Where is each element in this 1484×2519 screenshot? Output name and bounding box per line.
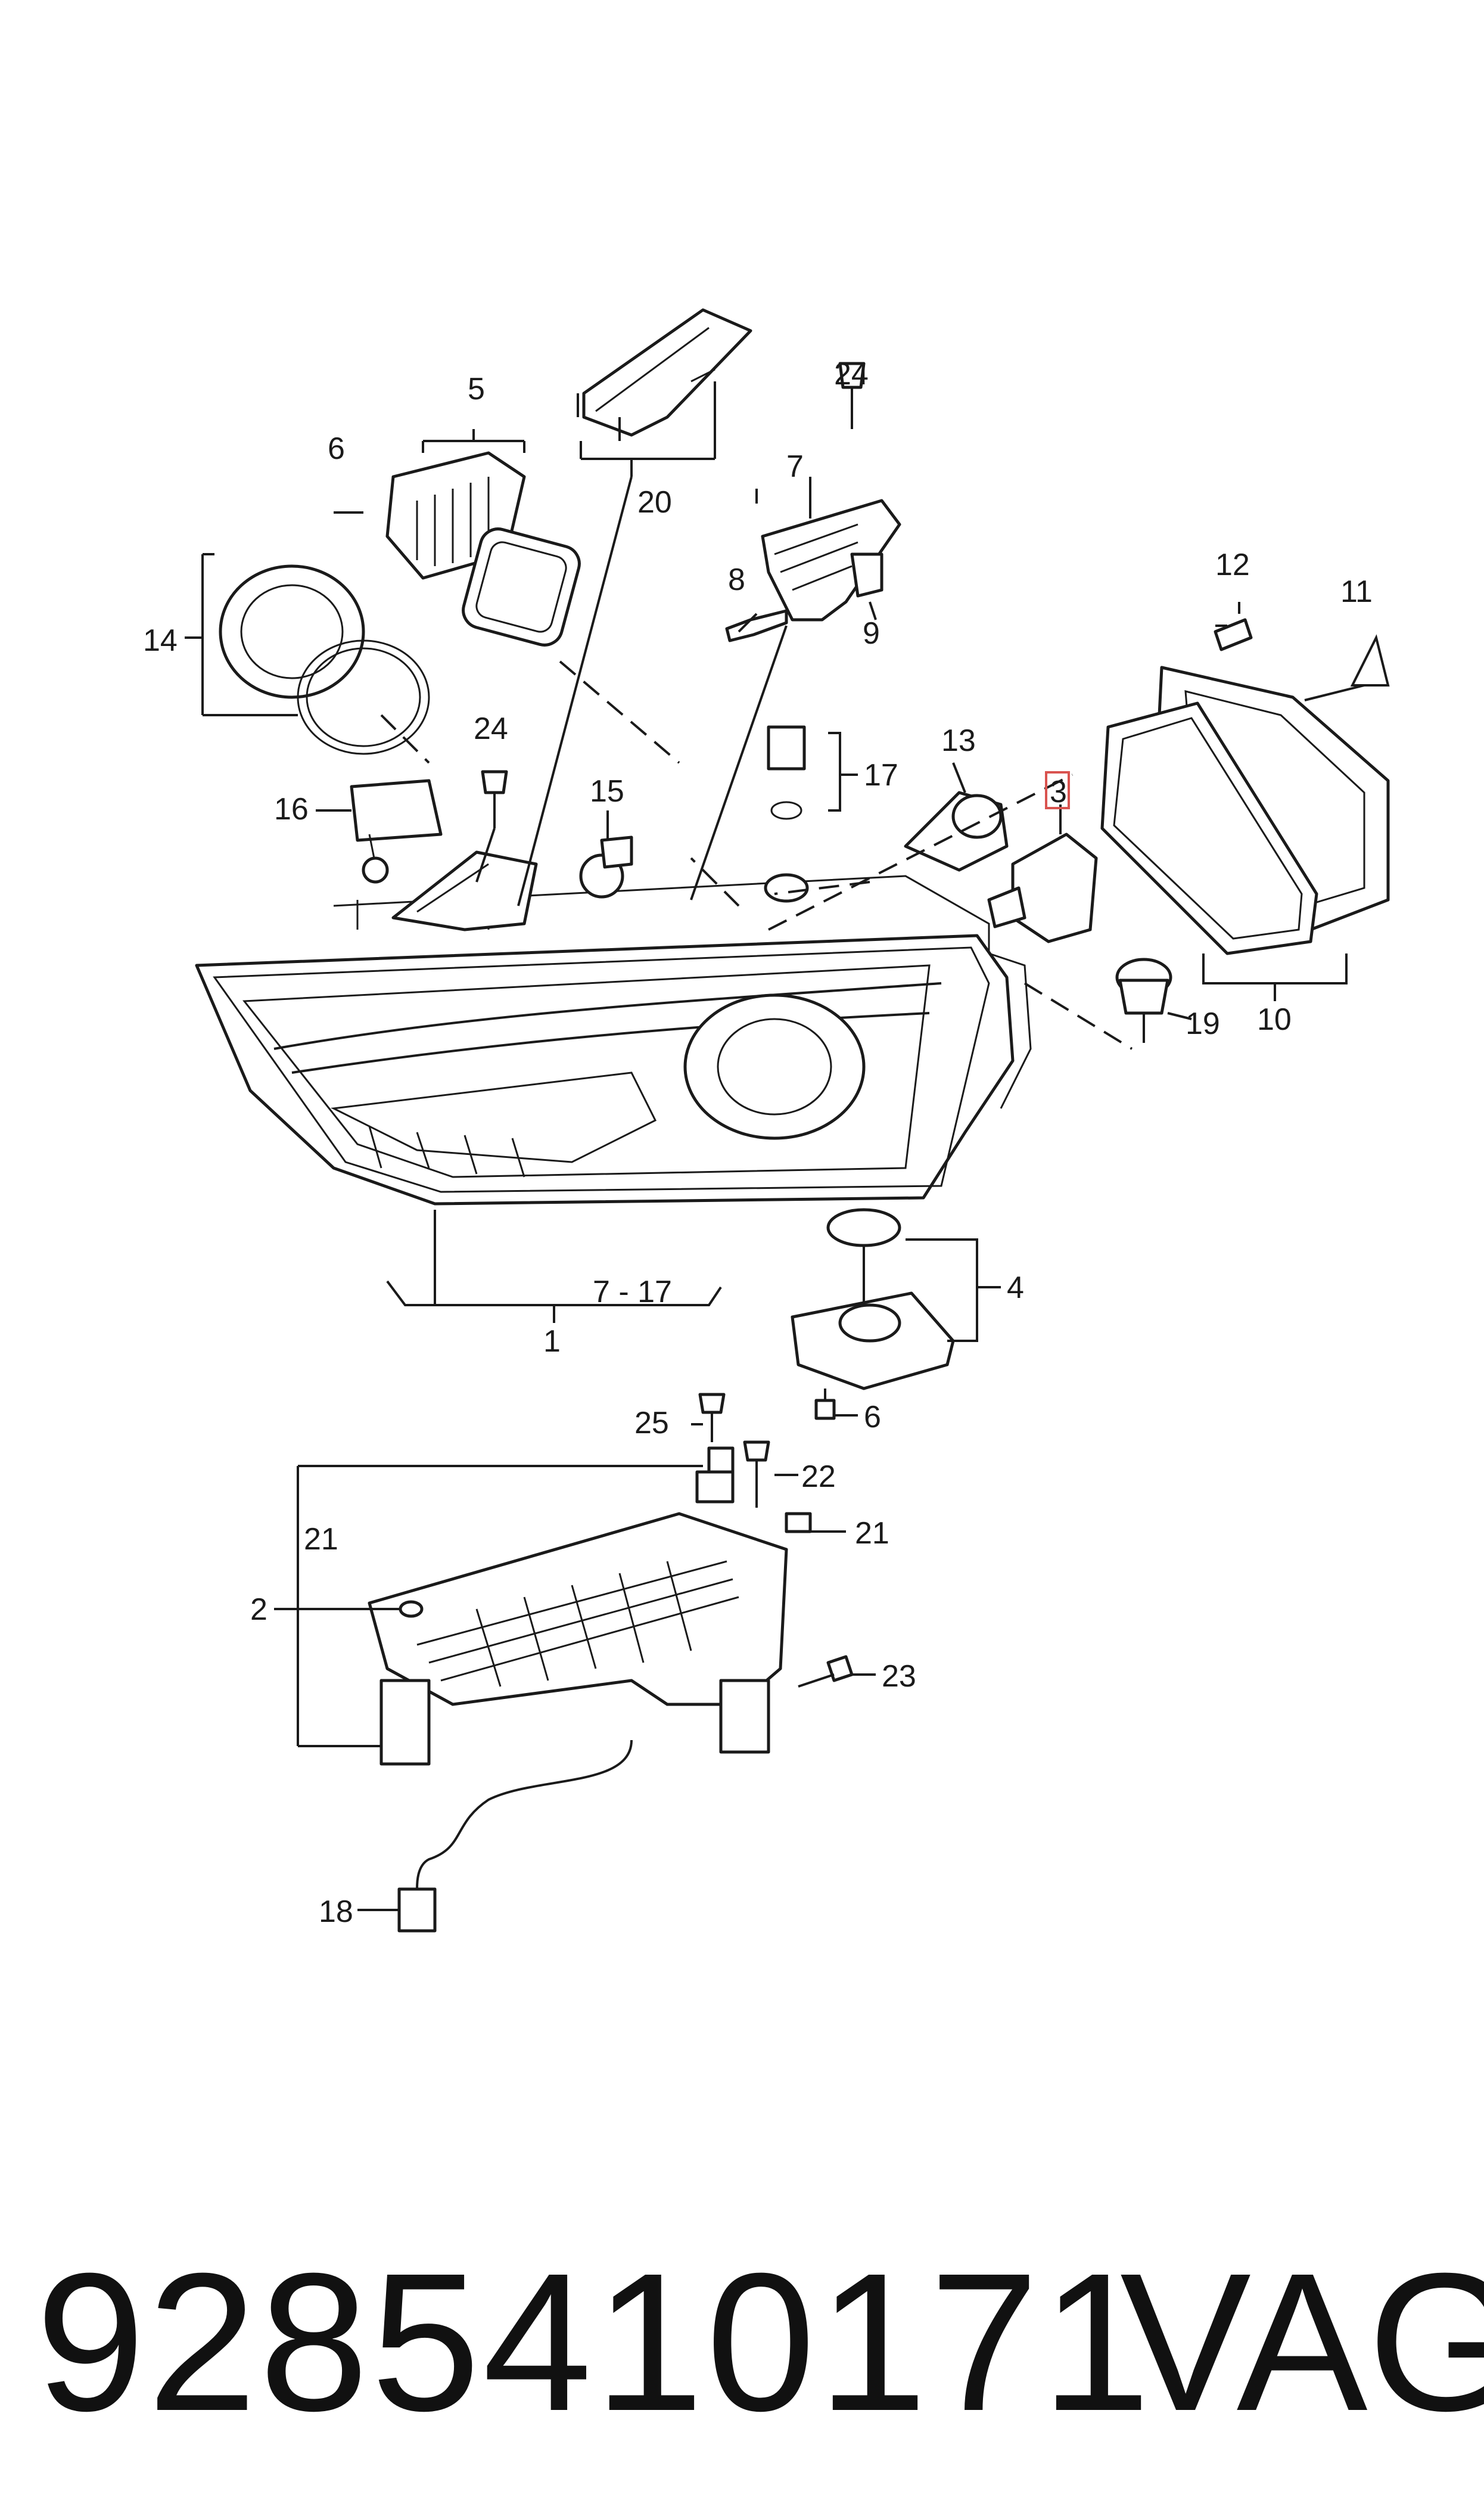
footer: 9285410171 VAG — [0, 2223, 1484, 2461]
label-8: 8 — [728, 563, 745, 597]
label-9: 9 — [863, 616, 880, 651]
label-24a: 24 — [834, 357, 869, 392]
bulb-3 — [987, 805, 1098, 943]
label-24b: 24 — [474, 712, 508, 746]
label-5: 5 — [468, 372, 485, 406]
dashed-leaders — [380, 660, 1133, 1050]
screws-bottom — [698, 1393, 854, 1688]
label-7-17: 7 - 17 — [593, 1275, 672, 1309]
brand-name: VAG — [1120, 2232, 1484, 2452]
leader-lines — [334, 476, 1240, 1323]
label-12: 12 — [1215, 548, 1250, 582]
cover-10-11 — [1100, 618, 1390, 1001]
lamp-13 — [904, 762, 1009, 872]
cable-18 — [397, 1740, 633, 1933]
label-17: 17 — [864, 758, 898, 793]
bracket-2 — [274, 1446, 812, 1766]
cap-14 — [185, 553, 430, 755]
label-18: 18 — [319, 1894, 353, 1929]
top-bracket — [391, 850, 538, 931]
bulb-15 — [579, 835, 633, 899]
label-10: 10 — [1257, 1002, 1292, 1037]
headlight-housing — [195, 875, 1032, 1206]
label-19: 19 — [1186, 1007, 1220, 1041]
socket-17 — [764, 725, 858, 903]
label-3: 3 — [1050, 775, 1067, 809]
label-3-highlight — [1045, 771, 1070, 809]
label-6a: 6 — [328, 431, 345, 466]
label-15: 15 — [590, 774, 624, 809]
label-4: 4 — [1007, 1271, 1024, 1305]
label-21a: 21 — [304, 1522, 338, 1557]
label-14: 14 — [143, 623, 178, 658]
label-25: 25 — [634, 1406, 669, 1440]
part-number: 9285410171 — [36, 2232, 1153, 2452]
label-7: 7 — [786, 449, 804, 484]
label-21b: 21 — [855, 1516, 889, 1551]
bracket-7 — [725, 362, 901, 642]
label-1: 1 — [543, 1324, 561, 1359]
module-5 — [385, 429, 581, 647]
label-23: 23 — [882, 1659, 916, 1694]
label-ticks — [357, 625, 1227, 1911]
label-16: 16 — [274, 792, 309, 827]
label-6b: 6 — [864, 1400, 881, 1434]
plug-19 — [1115, 958, 1192, 1043]
bracket-20 — [577, 308, 752, 477]
screw-24-left — [481, 770, 508, 828]
ballast-4 — [791, 1208, 1001, 1420]
label-22: 22 — [801, 1459, 836, 1494]
label-13: 13 — [941, 723, 976, 758]
label-2: 2 — [250, 1592, 267, 1627]
label-20: 20 — [637, 485, 672, 520]
bulb-16 — [316, 779, 443, 884]
part-labels: 1 2 3 4 5 6 6 7 8 9 10 11 12 13 14 15 16… — [143, 357, 1373, 1929]
label-11: 11 — [1340, 574, 1373, 609]
